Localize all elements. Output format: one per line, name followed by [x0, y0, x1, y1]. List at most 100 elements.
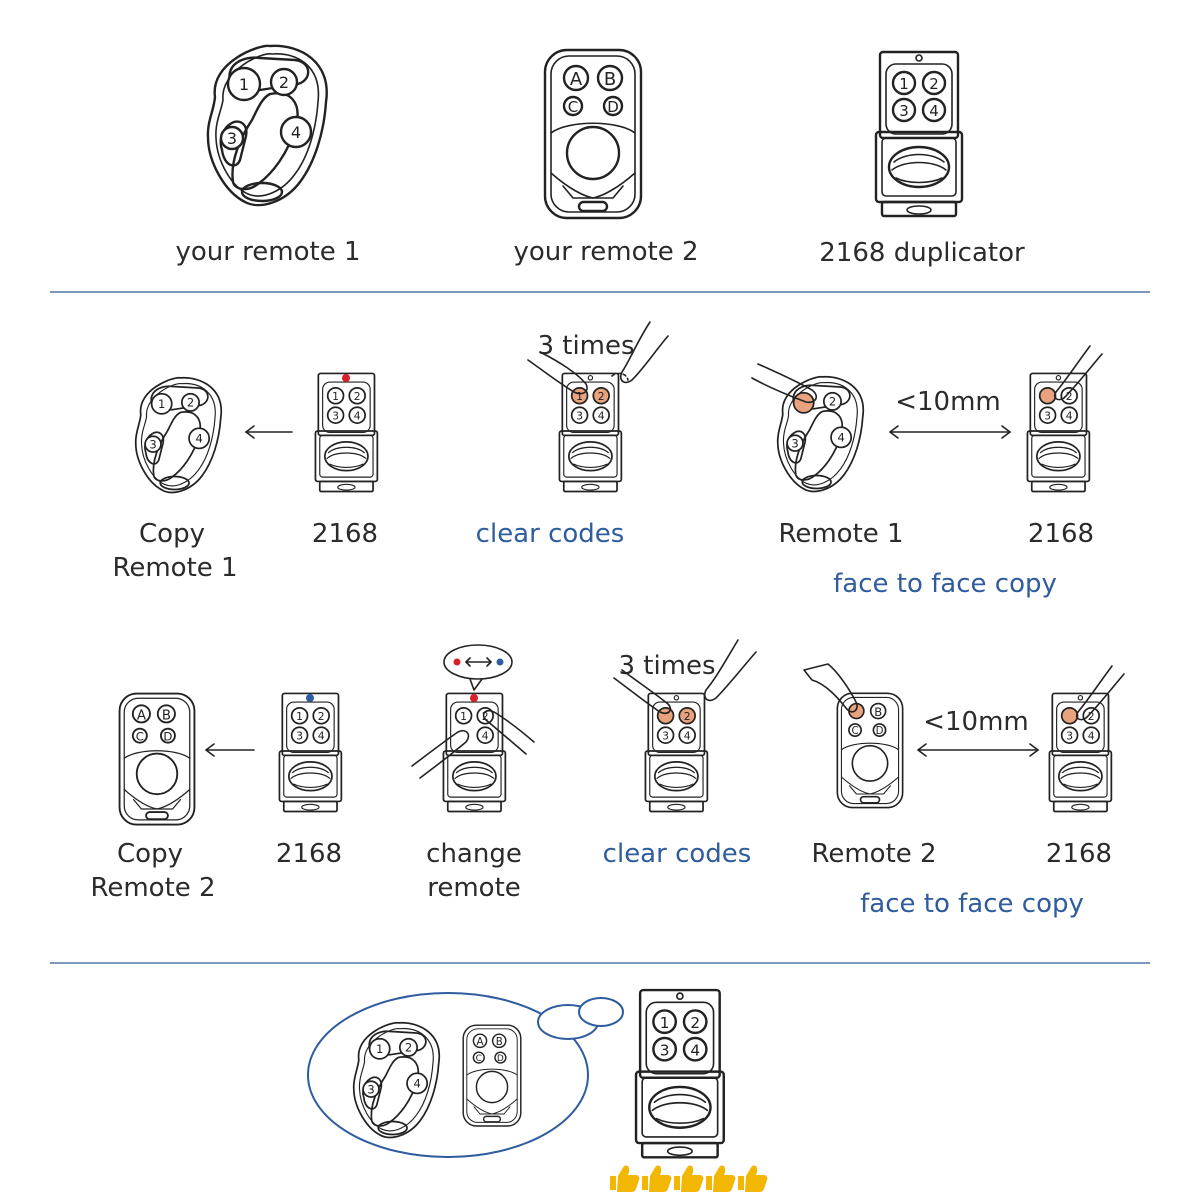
thumbs-up-icon — [738, 1165, 768, 1192]
finger-icon — [1075, 665, 1125, 721]
copy-remote2-line1: Copy — [117, 839, 183, 869]
clear-codes-label-2: clear codes — [603, 839, 752, 869]
remote1-label: Remote 1 — [778, 519, 903, 549]
duplicator-label: 2168 duplicator — [819, 238, 1025, 268]
row2-clear-duplicator: 1 2 3 4 — [558, 372, 623, 493]
two-fingers-icon — [411, 709, 535, 779]
led-blue-icon — [306, 694, 314, 702]
r4-remote2-btn-B: B — [496, 1037, 503, 1048]
r2-dup-btn-2: 2 — [354, 390, 361, 403]
r2-dup-btn-1: 1 — [332, 390, 339, 403]
thumbs-up-icon — [610, 1165, 640, 1192]
row3-remote2: A B C D — [118, 692, 196, 826]
left-arrow-icon — [205, 743, 255, 757]
three-times-label-2: 3 times — [618, 651, 715, 681]
double-arrow-icon — [917, 743, 1039, 757]
distance-label-2: <10mm — [923, 707, 1029, 737]
row3-remote2-press: B C D — [836, 692, 904, 809]
row2-remote1-press: 2 3 4 — [776, 375, 865, 493]
copy-remote2-line2: Remote 2 — [90, 873, 215, 903]
row3-clear-duplicator: 2 3 4 — [644, 692, 709, 813]
r2-dup-btn-4: 4 — [354, 410, 361, 423]
your-remote-2-label: your remote 2 — [513, 237, 698, 267]
r2f-remote1-btn-2: 2 — [829, 395, 836, 409]
stored-remote-1: 1 2 3 4 — [352, 1021, 441, 1139]
your-remote-1-label: your remote 1 — [175, 237, 360, 267]
r3-remote2-btn-A: A — [137, 708, 146, 723]
r2f-dup-btn-4: 4 — [1066, 410, 1073, 423]
r2-remote1-btn-2: 2 — [187, 396, 194, 410]
row2-duplicator: 1 2 3 4 — [314, 372, 379, 493]
three-times-label: 3 times — [537, 331, 634, 361]
r3ff-dup-btn-3: 3 — [1066, 730, 1073, 743]
remote-2-large: A B C D — [543, 48, 643, 220]
r3-remote2-btn-B: B — [162, 708, 171, 723]
row3-change-duplicator: 1 2 4 — [442, 692, 507, 813]
thumbs-up-icon — [642, 1165, 672, 1192]
r4-remote1-btn-3: 3 — [367, 1082, 374, 1096]
r4-remote2-btn-A: A — [477, 1037, 484, 1048]
r3ff-dup-btn-4: 4 — [1088, 730, 1095, 743]
r4-remote2-btn-D: D — [497, 1054, 504, 1064]
r3c-dup-btn-1: 1 — [460, 710, 467, 723]
row3-duplicator: 1 2 3 4 — [278, 692, 343, 813]
row2-face-duplicator: 2 3 4 — [1026, 372, 1091, 493]
led-red-icon — [470, 694, 478, 702]
r4-dup-btn-2: 2 — [690, 1014, 700, 1032]
remote1-btn-2: 2 — [279, 73, 289, 92]
r2c-dup-btn-2: 2 — [598, 390, 605, 403]
copy-remote1-line1: Copy — [139, 519, 205, 549]
dup-btn-1: 1 — [899, 75, 909, 93]
r2-remote1-btn-3: 3 — [149, 437, 156, 451]
thumbs-up-rating — [610, 1165, 768, 1192]
face-to-face-label: face to face copy — [833, 569, 1057, 599]
remote2-btn-A: A — [570, 69, 583, 90]
r3c-dup-btn-4: 4 — [482, 730, 489, 743]
r2-dup-btn-3: 3 — [332, 410, 339, 423]
r4-remote1-btn-2: 2 — [405, 1041, 412, 1055]
r3c-dup-btn-2: 2 — [482, 710, 489, 723]
dup-btn-2: 2 — [929, 75, 939, 93]
remote1-btn-1: 1 — [239, 75, 249, 94]
thumbs-up-icon — [674, 1165, 704, 1192]
finger-press-icon — [613, 639, 757, 715]
r3cl-dup-btn-3: 3 — [662, 730, 669, 743]
r3-dup-btn-3: 3 — [296, 730, 303, 743]
result-duplicator: 1 2 3 4 — [634, 988, 725, 1159]
face-to-face-label-2: face to face copy — [860, 889, 1084, 919]
dup-btn-3: 3 — [899, 102, 909, 120]
clear-codes-label: clear codes — [476, 519, 625, 549]
r2f-dup-btn-2: 2 — [1066, 390, 1073, 403]
r2f-remote1-btn-3: 3 — [791, 436, 798, 450]
r3ff-dup-btn-2: 2 — [1088, 710, 1095, 723]
distance-label: <10mm — [895, 387, 1001, 417]
r2c-dup-btn-4: 4 — [598, 410, 605, 423]
r4-remote1-btn-4: 4 — [413, 1077, 420, 1091]
r3cl-dup-btn-2: 2 — [684, 710, 691, 723]
remote1-btn-4: 4 — [291, 123, 301, 142]
double-arrow-icon — [889, 425, 1011, 439]
r3-dup-btn-2: 2 — [318, 710, 325, 723]
finger-icon — [751, 363, 818, 404]
r2f-dup-btn-3: 3 — [1044, 410, 1051, 423]
model-2168-label: 2168 — [312, 519, 378, 549]
row3-face-duplicator: 2 3 4 — [1048, 692, 1113, 813]
r2f-remote1-btn-4: 4 — [837, 431, 844, 445]
r3f-remote2-btn-D: D — [876, 726, 884, 737]
change-remote-line2: remote — [427, 873, 521, 903]
r4-dup-btn-3: 3 — [660, 1041, 670, 1059]
change-remote-line1: change — [426, 839, 522, 869]
r2-remote1-btn-1: 1 — [158, 397, 165, 411]
r3f-remote2-btn-C: C — [851, 726, 858, 737]
r4-dup-btn-4: 4 — [690, 1041, 700, 1059]
r2c-dup-btn-1: 1 — [576, 390, 583, 403]
remote2-btn-B: B — [604, 69, 616, 90]
r4-dup-btn-1: 1 — [660, 1014, 670, 1032]
stored-remote-2: A B C D — [462, 1024, 522, 1127]
r2-remote1-btn-4: 4 — [195, 432, 202, 446]
r3cl-dup-btn-4: 4 — [684, 730, 691, 743]
model-2168-label-2: 2168 — [1028, 519, 1094, 549]
finger-icon — [803, 663, 858, 713]
r4-remote2-btn-C: C — [476, 1054, 482, 1064]
